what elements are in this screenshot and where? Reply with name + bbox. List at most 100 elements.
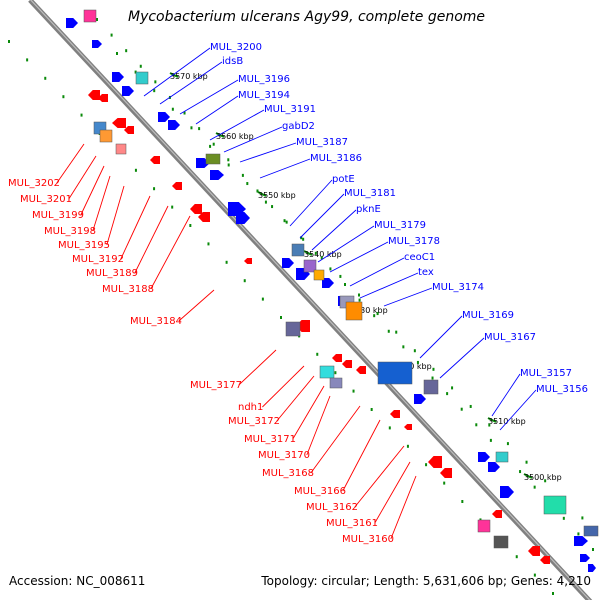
gc-dot [413, 349, 416, 353]
gene-block [345, 301, 363, 321]
forward-gene-leader [239, 142, 297, 163]
gene-block [329, 377, 343, 389]
genome-title: Mycobacterium ulcerans Agy99, complete g… [128, 9, 486, 25]
reverse-gene-label: MUL_3202 [8, 178, 60, 189]
gc-dot [44, 76, 47, 80]
reverse-gene-arrow [244, 258, 252, 264]
tick-label: 3570 kbp [170, 72, 208, 81]
forward-gene-leader [223, 126, 283, 153]
gc-dot [243, 279, 246, 283]
forward-gene-leader [499, 389, 537, 431]
tick-mark [523, 473, 533, 479]
gc-dot [344, 283, 346, 286]
gc-dot [460, 407, 463, 411]
reverse-gene-label: MUL_3198 [44, 226, 96, 237]
forward-gene-label: tex [418, 267, 434, 278]
forward-gene-leader [349, 257, 405, 287]
gc-dot [533, 485, 536, 489]
topology-text: Topology: circular; Length: 5,631,606 bp… [261, 574, 591, 588]
gc-dot [154, 80, 157, 84]
gc-dot [525, 460, 528, 464]
gc-dot [352, 389, 355, 393]
gene-features [66, 9, 599, 572]
forward-gene-label: MUL_3169 [462, 310, 514, 321]
gc-dot [183, 111, 186, 115]
forward-gene-leader [383, 287, 433, 307]
gene-block [477, 519, 491, 533]
reverse-gene-label: MUL_3201 [20, 194, 72, 205]
forward-gene-leader [359, 272, 419, 299]
tick-mark [257, 191, 267, 197]
reverse-gene-arrow [342, 360, 352, 368]
gc-dot [227, 158, 230, 162]
forward-gene-leader [329, 241, 389, 273]
gc-dot [189, 224, 192, 227]
reverse-gene-leader [262, 365, 305, 408]
forward-gene-label: gabD2 [282, 121, 315, 132]
forward-gene-arrow [66, 18, 78, 28]
forward-gene-leader [209, 109, 265, 141]
forward-gene-leader [289, 179, 333, 227]
forward-gene-label: MUL_3194 [238, 90, 290, 101]
forward-gene-label: MUL_3178 [388, 236, 440, 247]
forward-gene-arrow [574, 536, 588, 546]
forward-gene-label: MUL_3167 [484, 332, 536, 343]
gc-dot [139, 64, 142, 68]
tick-mark [215, 132, 225, 138]
forward-gene-arrow [488, 462, 500, 472]
gc-dot [358, 293, 360, 297]
forward-gene-label: MUL_3191 [264, 104, 316, 115]
reverse-gene-leader [238, 349, 277, 386]
gc-dot [519, 470, 522, 474]
gc-dot [134, 168, 137, 172]
reverse-gene-arrow [440, 468, 452, 478]
gc-dot [446, 392, 449, 396]
gc-dot [116, 52, 118, 55]
gene-block [135, 71, 149, 85]
forward-gene-leader [143, 47, 211, 97]
forward-gene-label: idsB [222, 56, 243, 67]
forward-gene-arrow [414, 394, 426, 404]
gc-dot [475, 423, 478, 427]
reverse-gene-label: MUL_3189 [86, 268, 138, 279]
gc-dot [432, 367, 435, 371]
reverse-gene-leader [374, 461, 411, 524]
forward-gene-arrow [210, 170, 224, 180]
gene-block [115, 143, 127, 155]
forward-gene-label: MUL_3200 [210, 42, 262, 53]
gc-dot [26, 58, 29, 62]
reverse-gene-label: MUL_3161 [326, 518, 378, 529]
reverse-gene-arrow [528, 546, 540, 556]
gc-dot [246, 182, 249, 186]
reverse-gene-leader [390, 475, 417, 540]
reverse-gene-arrow [428, 456, 442, 468]
forward-gene-leader [311, 209, 357, 251]
forward-gene-arrow [322, 278, 334, 288]
gc-dot [592, 548, 594, 551]
reverse-gene-leader [120, 195, 151, 260]
gc-dot [280, 316, 282, 319]
forward-gene-label: MUL_3174 [432, 282, 484, 293]
reverse-gene-arrow [356, 366, 366, 374]
tick-label: 3550 kbp [258, 191, 296, 200]
reverse-gene-leader [134, 205, 169, 274]
reverse-gene-leader [56, 143, 85, 184]
reverse-gene-arrow [332, 354, 342, 362]
gc-dot [544, 479, 547, 483]
gc-dot [264, 200, 267, 204]
reverse-gene-leader [342, 419, 381, 492]
reverse-gene-label: MUL_3162 [306, 502, 358, 513]
gc-dot [171, 205, 174, 209]
gc-dot [334, 371, 337, 375]
forward-gene-label: MUL_3179 [374, 220, 426, 231]
gc-dot [461, 500, 464, 503]
forward-gene-arrow [282, 258, 294, 268]
reverse-gene-arrow [124, 126, 134, 134]
tick-label: 3560 kbp [216, 132, 254, 141]
accession-text: Accession: NC_008611 [9, 574, 146, 588]
gc-dot [358, 298, 361, 302]
forward-gene-leader [179, 79, 239, 115]
gene-block [423, 379, 439, 395]
